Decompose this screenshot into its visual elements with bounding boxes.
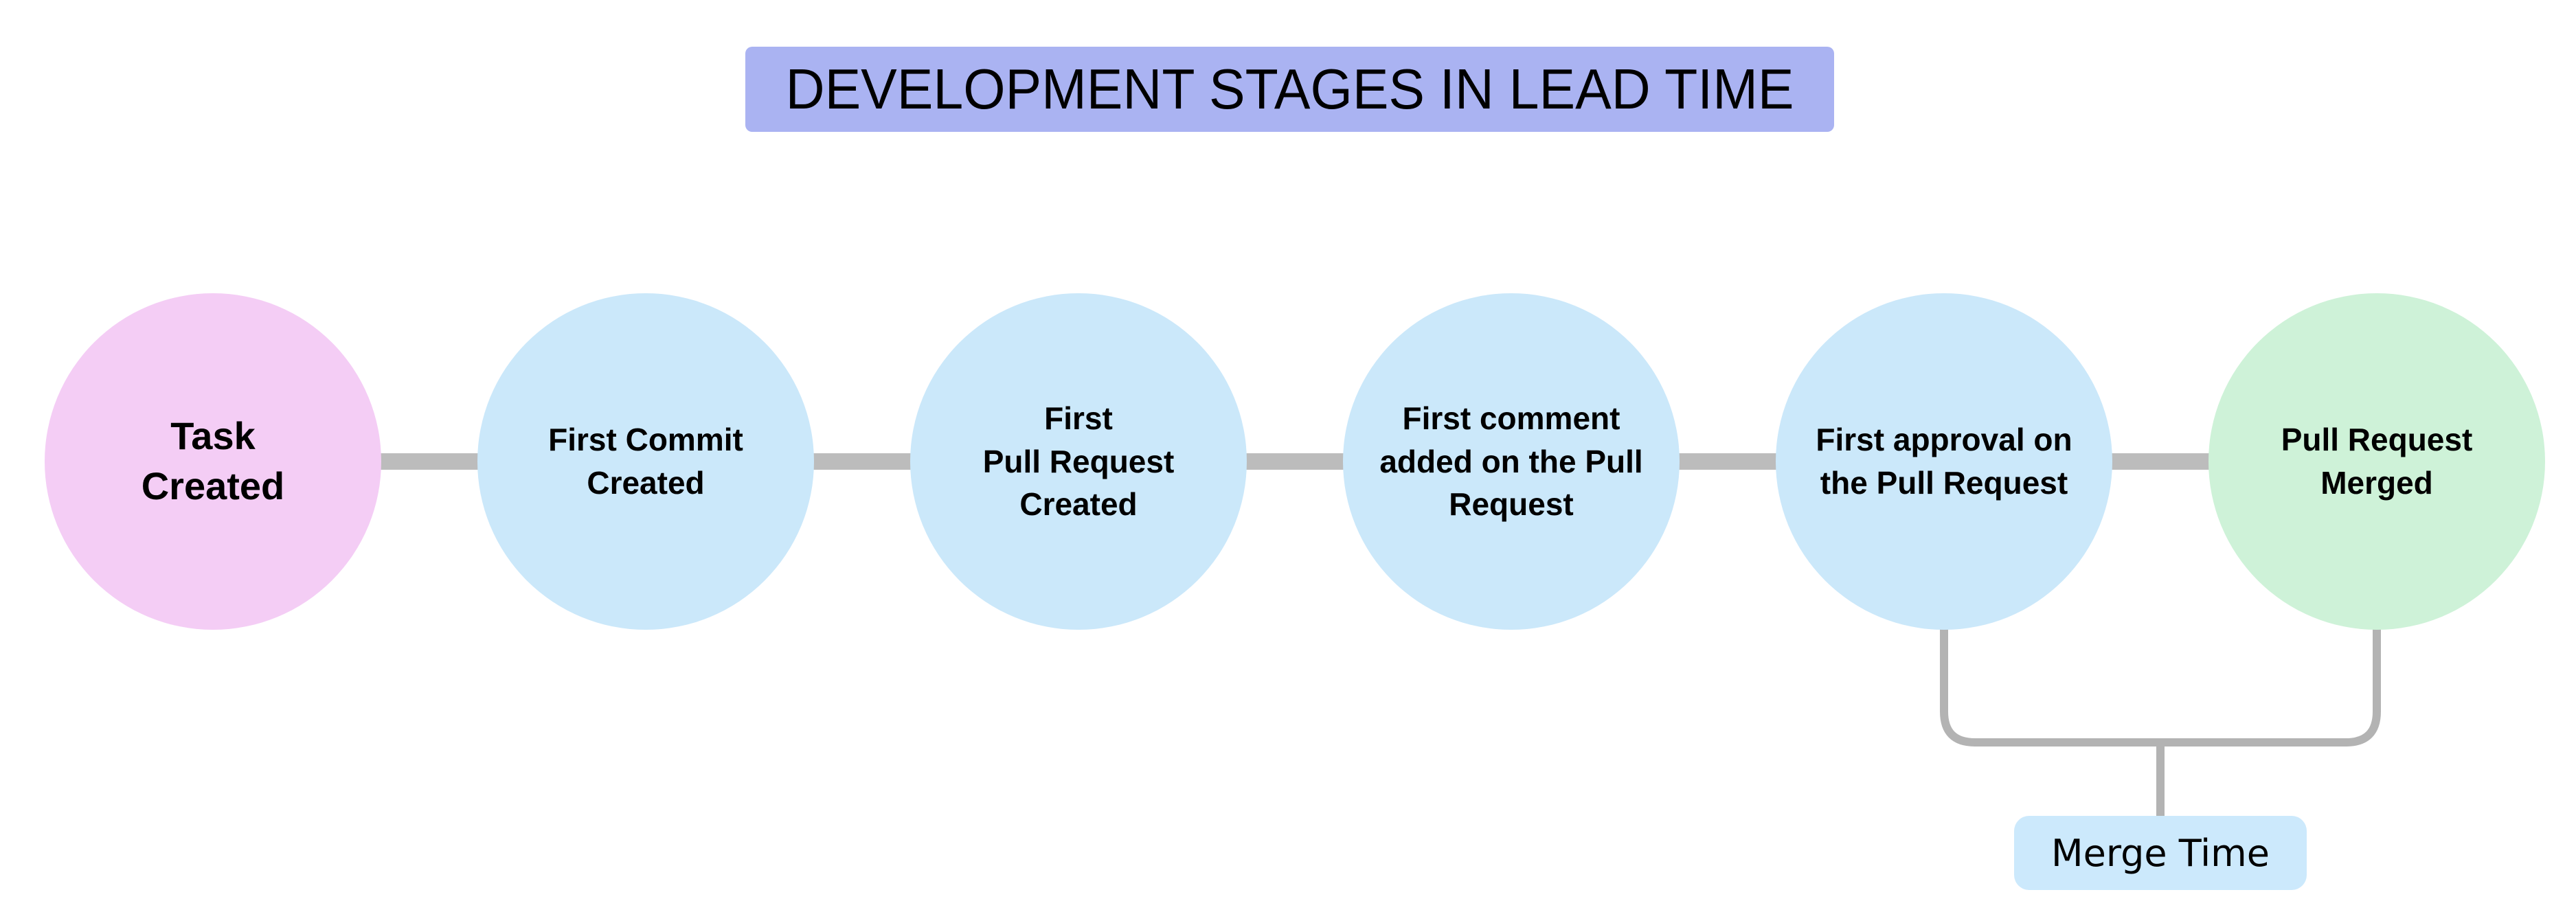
stage-pull-request-merged: Pull Request Merged [2208,293,2545,630]
merge-time-label: Merge Time [2014,816,2307,890]
stage-task-created: Task Created [45,293,381,630]
stage-label: Pull Request Merged [2281,422,2473,501]
bracket-path [1940,629,2381,819]
page-title: DEVELOPMENT STAGES IN LEAD TIME [785,57,1794,121]
stage-label: First comment added on the Pull Request [1379,400,1643,523]
merge-time-text: Merge Time [2051,831,2270,875]
stage-label: First Pull Request Created [982,400,1175,523]
stage-first-pull-request-created: First Pull Request Created [910,293,1247,630]
stage-first-commit-created: First Commit Created [477,293,814,630]
stage-label: Task Created [141,414,285,508]
stage-first-comment-added: First comment added on the Pull Request [1343,293,1680,630]
title-banner: DEVELOPMENT STAGES IN LEAD TIME [745,47,1834,132]
stage-first-approval: First approval on the Pull Request [1776,293,2112,630]
stage-label: First Commit Created [548,422,743,501]
stage-label: First approval on the Pull Request [1816,422,2072,501]
